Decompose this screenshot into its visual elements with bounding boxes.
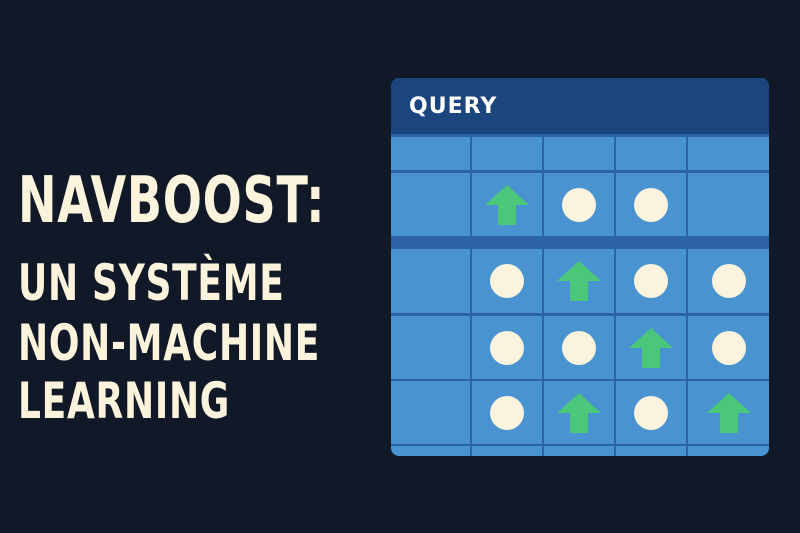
arrow-up-icon xyxy=(485,184,529,225)
dot-marker xyxy=(490,264,524,298)
grid-cell xyxy=(544,446,614,456)
grid-cell xyxy=(391,446,470,456)
grid-cell xyxy=(688,173,769,236)
headline: NAVBOOST: UN SYSTÈME NON-MACHINE LEARNIN… xyxy=(0,0,380,533)
dot-marker xyxy=(562,330,596,365)
dot-marker xyxy=(711,264,746,298)
grid-cell xyxy=(472,446,542,456)
grid-cell xyxy=(544,137,614,170)
dot-marker xyxy=(562,187,596,222)
grid-cell xyxy=(391,249,470,313)
arrow-up-icon xyxy=(557,392,601,433)
grid-cell xyxy=(688,137,769,170)
grid-cell xyxy=(688,446,769,456)
headline-line-3: NON-MACHINE xyxy=(18,314,321,372)
dot-marker xyxy=(490,395,524,430)
grid-cell xyxy=(616,446,686,456)
panel-title: QUERY xyxy=(409,94,498,119)
grid-cell xyxy=(391,381,470,444)
arrow-up-icon xyxy=(629,327,673,368)
dot-marker xyxy=(634,395,668,430)
arrow-up-icon xyxy=(706,392,751,433)
dot-marker xyxy=(490,330,524,365)
query-grid xyxy=(391,78,769,456)
grid-cell xyxy=(391,316,470,379)
grid-cell xyxy=(391,173,470,236)
panel-header: QUERY xyxy=(391,78,769,134)
arrow-up-icon xyxy=(557,261,601,301)
headline-line-1: NAVBOOST: xyxy=(18,164,326,238)
grid-cell xyxy=(391,137,470,170)
grid-cell xyxy=(472,137,542,170)
dot-marker xyxy=(634,187,668,222)
headline-line-2: UN SYSTÈME xyxy=(18,254,285,312)
grid-cell xyxy=(616,137,686,170)
query-panel: QUERY xyxy=(391,78,769,456)
headline-line-4: LEARNING xyxy=(18,372,231,430)
dot-marker xyxy=(711,330,746,365)
dot-marker xyxy=(634,264,668,298)
